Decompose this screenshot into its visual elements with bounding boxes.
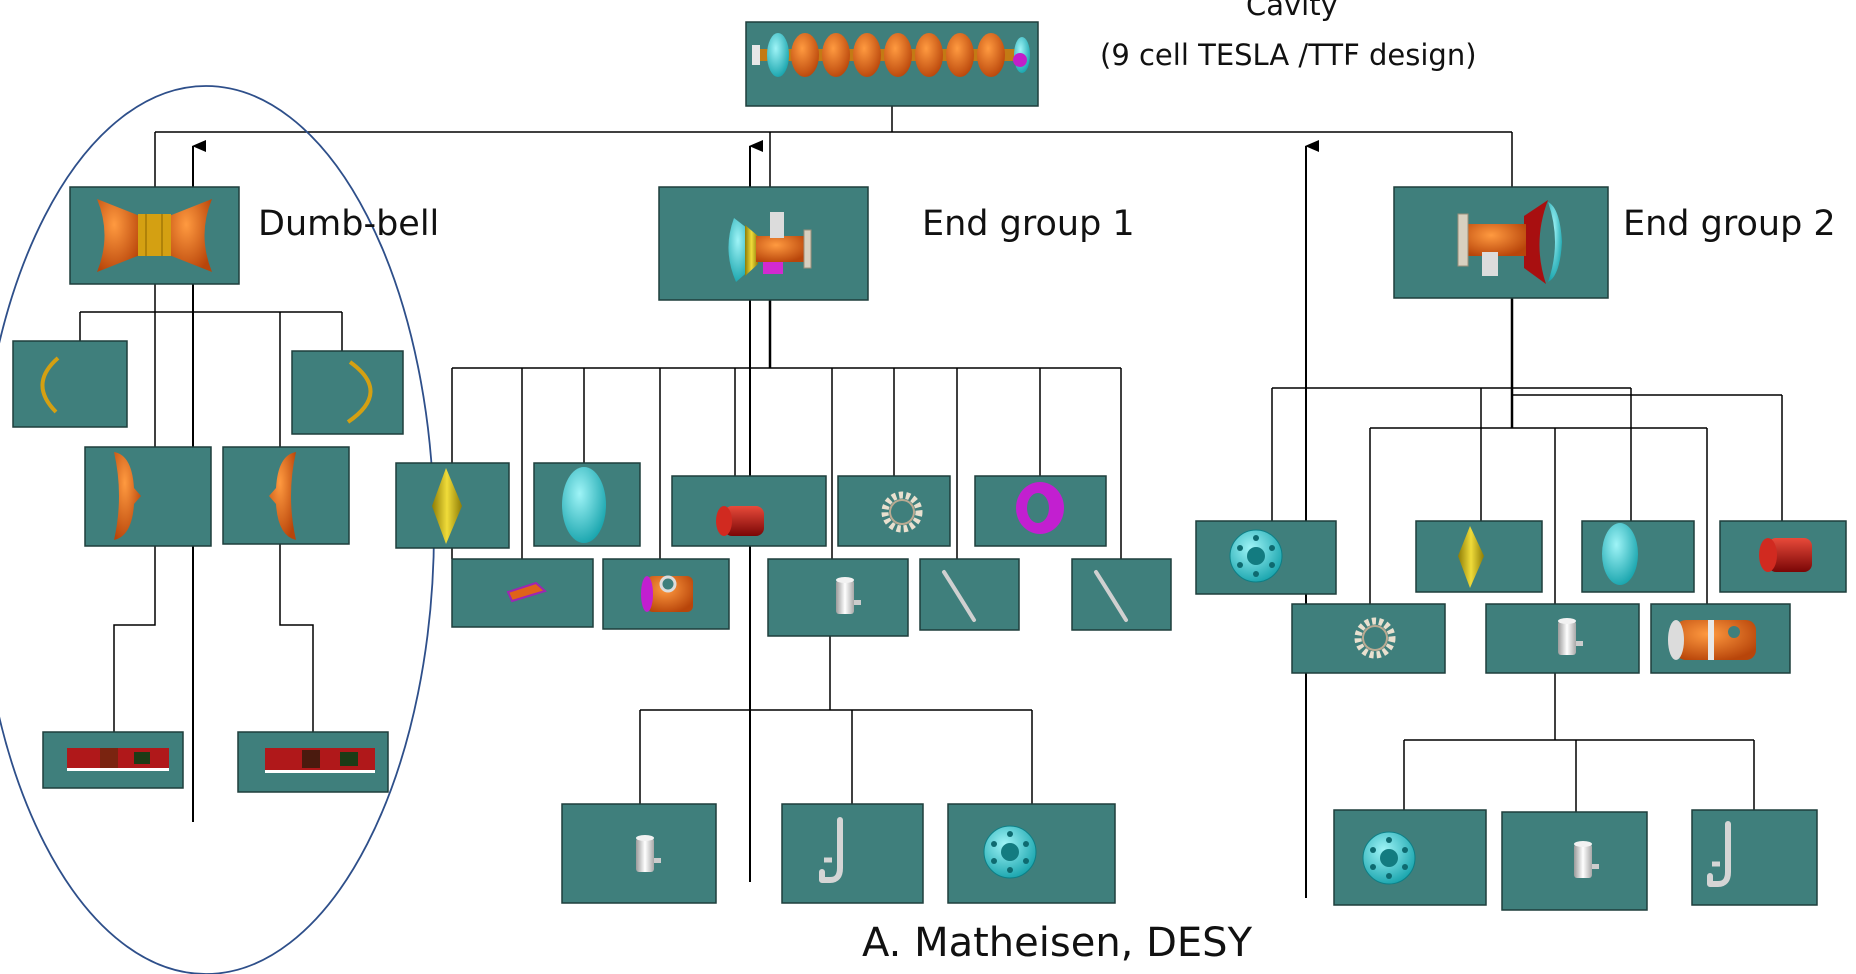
cone-yellow-box[interactable] [395, 462, 510, 549]
cavity-box[interactable] [745, 21, 1039, 107]
dumbbell-icon [97, 199, 212, 272]
cavity-title: Cavity [1246, 0, 1338, 22]
half-cell-left-box[interactable] [84, 446, 212, 547]
dumbbell-box[interactable] [69, 186, 240, 285]
curved-rod-2-box[interactable] [1071, 558, 1172, 631]
tube-icon [1759, 538, 1812, 572]
half-cell-right-box[interactable] [222, 446, 350, 545]
tube-icon [716, 506, 764, 536]
credit-label: A. Matheisen, DESY [862, 920, 1252, 966]
end-group-1-label: End group 1 [922, 204, 1135, 244]
port-cylinder-box[interactable] [767, 558, 909, 637]
dome-icon [1602, 523, 1638, 585]
dome-cyan-box[interactable] [533, 462, 641, 547]
cavity-subtitle: (9 cell TESLA /TTF design) [1100, 38, 1477, 72]
hook-antenna-box-eg2[interactable] [1691, 809, 1818, 906]
end-group-icon [728, 212, 812, 282]
dome-icon [562, 467, 606, 543]
material-strip-icon [265, 748, 375, 773]
tube-red-box[interactable] [671, 475, 827, 547]
gear-ring-box-eg2[interactable] [1291, 603, 1446, 674]
hook-antenna-box[interactable] [781, 803, 924, 904]
port-cylinder-box-bottom[interactable] [561, 803, 717, 904]
ring-magenta-box[interactable] [974, 475, 1107, 547]
material-strip-icon [67, 748, 169, 771]
strip-right-box[interactable] [237, 731, 389, 793]
wedge-icon [506, 581, 547, 603]
half-ring-right-box[interactable] [291, 350, 404, 435]
flange-box-eg2[interactable] [1195, 520, 1337, 595]
cone-icon [1458, 526, 1484, 588]
ring-icon [1016, 482, 1064, 534]
end-group-1-box[interactable] [658, 186, 869, 301]
half-ring-icon [40, 356, 60, 414]
beam-tube-box-eg2[interactable] [1650, 603, 1791, 674]
curved-rod-icon [1094, 570, 1128, 622]
strip-left-box[interactable] [42, 731, 184, 789]
curved-rod-icon [942, 570, 976, 622]
flange-box[interactable] [947, 803, 1116, 904]
dome-cyan-box-eg2[interactable] [1581, 520, 1695, 593]
beam-tube-box[interactable] [602, 558, 730, 630]
gear-ring-box[interactable] [837, 475, 951, 547]
port-cylinder-box-eg2[interactable] [1485, 603, 1640, 674]
flange-box-eg2-bottom[interactable] [1333, 809, 1487, 906]
tube-red-box-eg2[interactable] [1719, 520, 1847, 593]
half-ring-icon [346, 360, 373, 424]
half-cell-icon [269, 452, 296, 540]
half-ring-left-box[interactable] [12, 340, 128, 428]
cone-icon [432, 468, 462, 544]
dumbbell-label: Dumb-bell [258, 204, 440, 244]
end-group-2-label: End group 2 [1623, 204, 1836, 244]
end-group-2-box[interactable] [1393, 186, 1609, 299]
tree-connectors [79, 106, 1783, 812]
curved-rod-1-box[interactable] [919, 558, 1020, 631]
flange-icon [983, 825, 1037, 879]
cone-yellow-box-eg2[interactable] [1415, 520, 1543, 593]
flange-icon [1229, 529, 1283, 583]
end-group-icon [1457, 200, 1562, 284]
wedge-piece-box[interactable] [451, 558, 594, 628]
flange-icon [1362, 831, 1416, 885]
half-cell-icon [114, 452, 141, 540]
cavity-9cell-icon [752, 33, 1030, 77]
beam-tube-icon [641, 575, 693, 612]
port-cylinder-box-eg2-bottom[interactable] [1501, 811, 1648, 911]
beam-tube-icon [1668, 620, 1756, 660]
